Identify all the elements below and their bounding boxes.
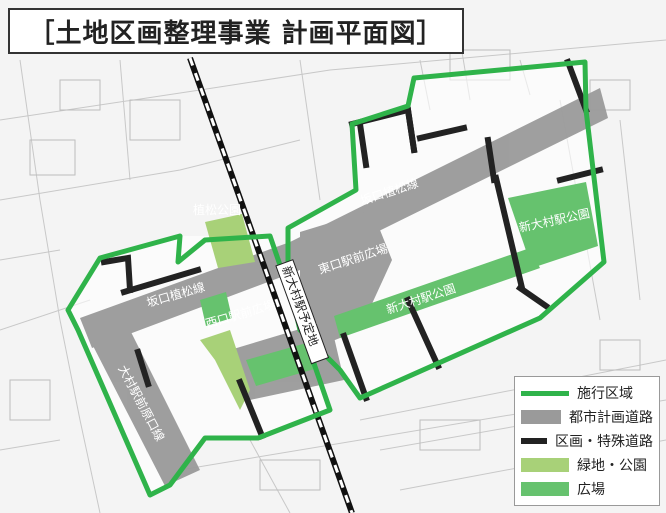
uematsu-park-shape — [205, 214, 255, 268]
legend-swatch-green-park — [521, 458, 569, 472]
legend-row-plaza: 広場 — [521, 477, 653, 501]
legend-label-green-park: 緑地・公園 — [577, 458, 647, 474]
green-parks — [200, 214, 255, 410]
west-plaza-green-shape — [200, 292, 232, 326]
legend-row-boundary: 施行区域 — [521, 381, 653, 405]
page-title: ［土地区画整理事業 計画平面図］ — [8, 8, 464, 54]
legend-label-city-road: 都市計画道路 — [569, 410, 653, 426]
label-uematsu-park: 植松公園 — [193, 202, 241, 217]
shin-omura-park-band — [334, 248, 540, 338]
legend-row-city-road: 都市計画道路 — [521, 405, 653, 429]
west-green-shape — [200, 330, 250, 410]
west-plaza-lower-shape — [246, 342, 318, 386]
legend-row-special-road: 区画・特殊道路 — [521, 429, 653, 453]
legend-label-plaza: 広場 — [577, 482, 605, 498]
special-roads — [100, 58, 604, 440]
legend-swatch-plaza — [521, 482, 569, 496]
shin-omura-park-upper-shape — [508, 182, 598, 268]
omura-haraguchi-road — [90, 330, 200, 486]
legend-label-boundary: 施行区域 — [577, 386, 633, 402]
sakaguchi-uematsu-road — [80, 88, 608, 348]
legend-swatch-boundary — [521, 390, 569, 396]
legend-swatch-city-road — [521, 410, 561, 424]
plazas — [200, 182, 598, 386]
railway — [187, 56, 355, 513]
legend-row-green-park: 緑地・公園 — [521, 453, 653, 477]
legend: 施行区域 都市計画道路 区画・特殊道路 緑地・公園 広場 — [514, 376, 660, 506]
legend-label-special-road: 区画・特殊道路 — [555, 434, 653, 450]
legend-swatch-special-road — [521, 438, 547, 444]
